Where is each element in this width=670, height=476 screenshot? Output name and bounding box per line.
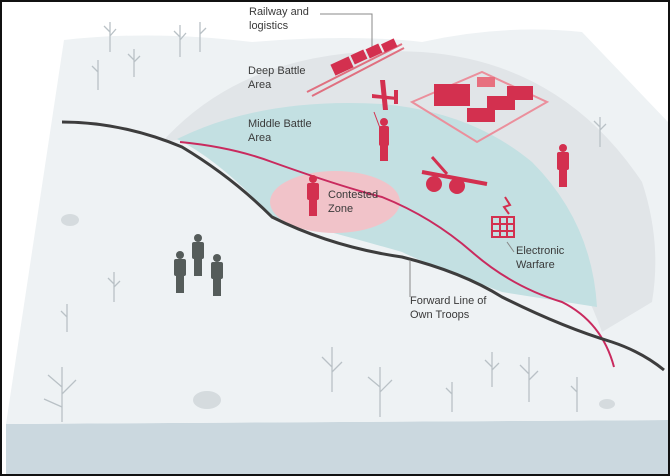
trees [43,22,607,422]
soldier-radio-icon [373,111,389,161]
middle-area-boundary-line [179,141,615,368]
rocks [61,214,615,409]
label-electronic-warfare: Electronic Warfare [516,245,565,271]
military-base-icon [409,70,550,144]
electronic-warfare-radar-icon [491,196,515,238]
ew-leader-line [506,241,515,253]
label-deep-battle-area: Deep Battle Area [248,65,306,91]
friendly-troops-icon [174,234,223,296]
label-contested-zone: Contested Zone [328,189,379,215]
artillery-icon [421,156,488,194]
terrain-front-face [6,420,668,474]
contested-zone [270,171,400,233]
drone-icon [372,80,398,110]
label-forward-line-own-troops: Forward Line of Own Troops [410,295,487,321]
railway-train-icon [306,38,405,97]
label-railway-logistics: Railway and logistics [249,6,309,32]
soldier-icon [557,144,569,187]
soldier-contested-icon [307,175,319,216]
label-middle-battle-area: Middle Battle Area [248,118,312,144]
railway-leader-line [320,13,373,47]
flot-line [61,120,665,372]
